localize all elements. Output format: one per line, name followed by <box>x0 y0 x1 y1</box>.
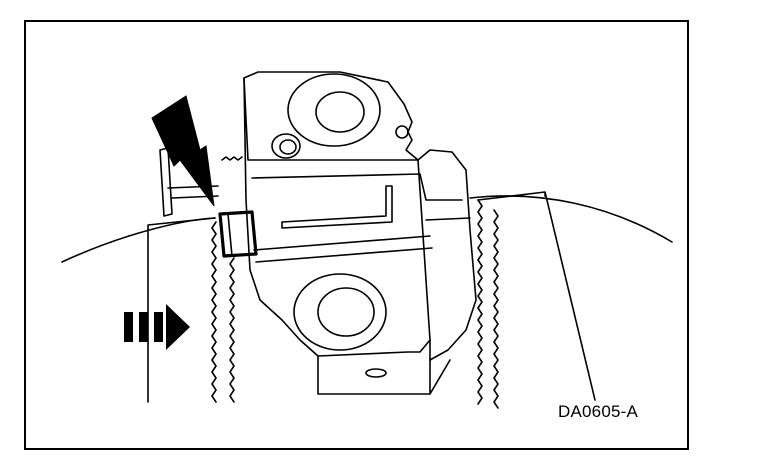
lower-pulley-outer <box>293 273 387 351</box>
left-panel <box>147 217 216 403</box>
tensioner-pin-edge <box>227 213 233 257</box>
bottom-slot <box>365 368 387 378</box>
lower-pulley-inner <box>317 287 375 337</box>
upper-pivot-boss-hole <box>279 139 297 155</box>
upper-pivot-inner <box>315 91 365 133</box>
small-bolt <box>395 125 409 139</box>
left-belt-outer <box>211 221 217 403</box>
tool-threads <box>221 156 243 161</box>
tensioner-housing-top-edge <box>243 77 419 161</box>
indicator-slot <box>281 185 393 229</box>
right-belt-outer <box>477 199 483 405</box>
direction-arrow-icon <box>124 304 190 350</box>
pulley-outline <box>61 195 673 263</box>
left-belt-inner <box>229 257 235 403</box>
right-belt-inner <box>493 209 499 409</box>
tensioner-bottom-face <box>317 339 451 395</box>
tensioner-face-lines <box>251 173 471 263</box>
tensioner-pin <box>218 210 258 258</box>
callout-arrow-icon <box>151 95 215 207</box>
tensioner-housing <box>243 71 431 357</box>
tensioner-side-face <box>417 149 477 361</box>
upper-pivot-boss <box>271 133 301 159</box>
right-panel <box>477 191 596 401</box>
upper-pivot-outer <box>287 73 381 147</box>
figure-label: DA0605-A <box>558 402 639 421</box>
